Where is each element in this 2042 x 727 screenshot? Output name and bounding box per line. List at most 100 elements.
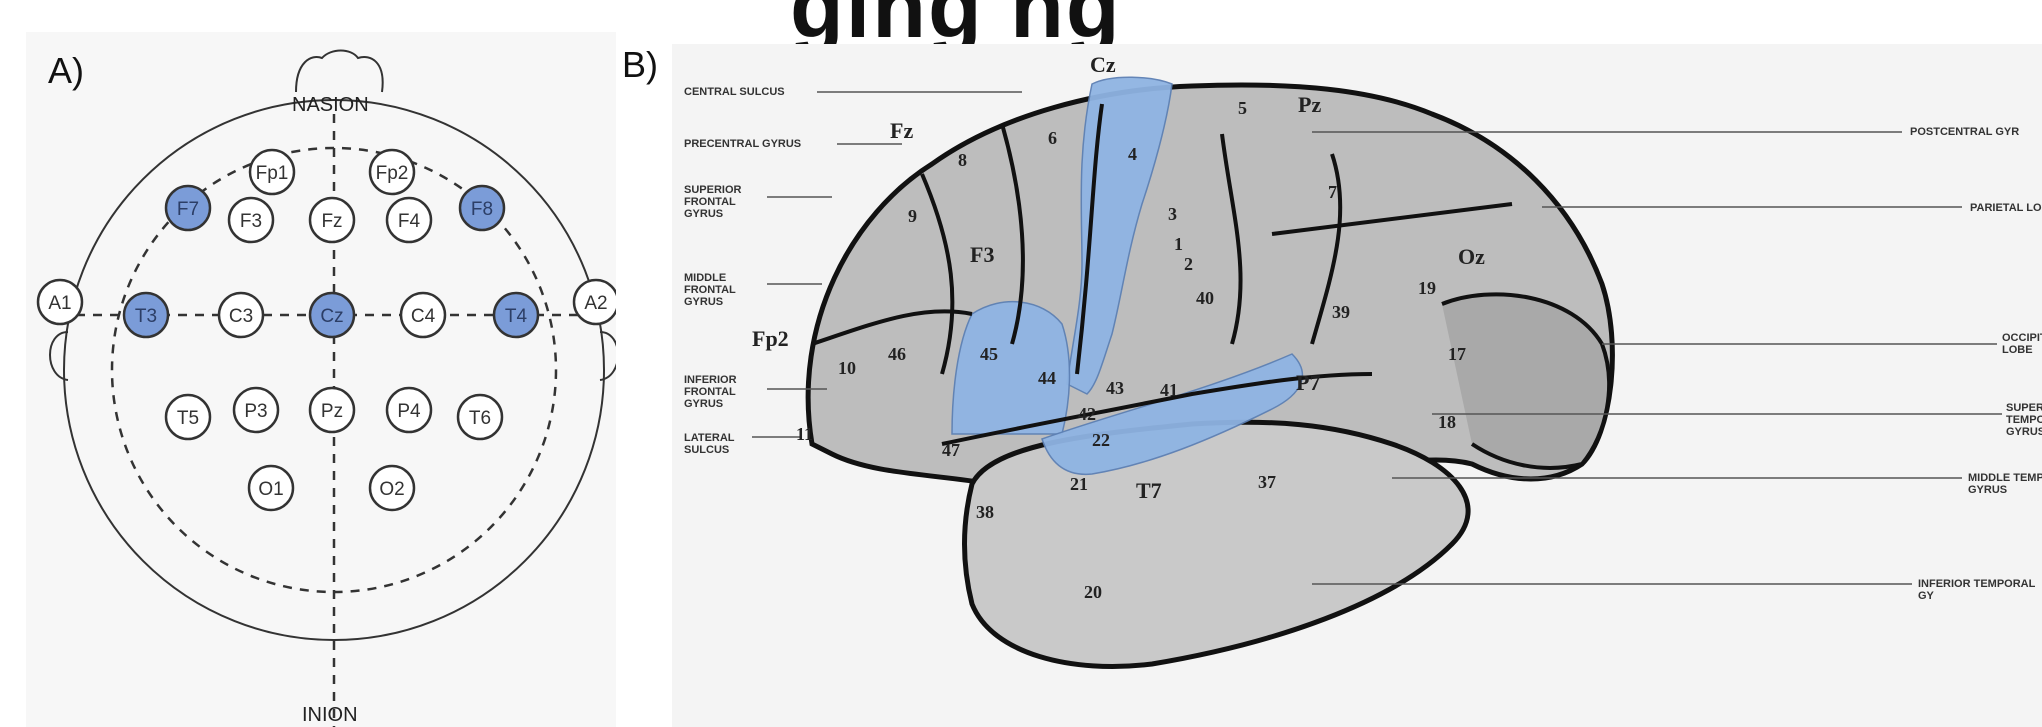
- electrode-label: O2: [379, 479, 404, 500]
- label-postcentral-gyrus: POSTCENTRAL GYR: [1910, 126, 2019, 138]
- panel-b-label: B): [622, 44, 658, 86]
- electrode-cz: Cz: [310, 293, 354, 337]
- brain-svg: [672, 44, 2042, 727]
- electrode-label: C3: [229, 306, 253, 327]
- label-occipital-lobe: OCCIPIT LOBE: [2002, 332, 2042, 356]
- nasion-label: NASION: [292, 94, 369, 117]
- temporal-lobe-outline: [965, 422, 1469, 666]
- area-38: 38: [976, 502, 994, 523]
- brain-electrode-pz: Pz: [1298, 92, 1321, 118]
- area-5: 5: [1238, 98, 1247, 119]
- brain-electrode-cz: Cz: [1090, 52, 1116, 78]
- electrode-a2: A2: [574, 280, 616, 324]
- electrode-label: F3: [240, 211, 262, 232]
- electrode-label: Pz: [321, 401, 343, 422]
- electrode-f7: F7: [166, 186, 210, 230]
- brain-panel: CENTRAL SULCUS PRECENTRAL GYRUS SUPERIOR…: [672, 44, 2042, 727]
- label-inferior-frontal-gyrus: INFERIOR FRONTAL GYRUS: [684, 374, 737, 410]
- electrode-fz: Fz: [310, 198, 354, 242]
- electrode-label: F8: [471, 199, 493, 220]
- electrode-label: F4: [398, 211, 421, 232]
- electrode-t6: T6: [458, 395, 502, 439]
- electrode-t3: T3: [124, 293, 168, 337]
- electrode-label: T5: [177, 408, 199, 429]
- area-21: 21: [1070, 474, 1088, 495]
- electrode-map-panel: A) Fp1Fp2F7F3FzF4F8A1T3C3CzC4T4A2T5P3PzP…: [26, 32, 616, 727]
- electrode-label: F7: [177, 199, 199, 220]
- electrode-f4: F4: [387, 198, 431, 242]
- electrode-fp1: Fp1: [250, 150, 294, 194]
- brain-electrode-f3: F3: [970, 242, 994, 268]
- electrode-label: T6: [469, 408, 491, 429]
- electrode-label: C4: [411, 306, 436, 327]
- area-8: 8: [958, 150, 967, 171]
- electrode-label: P4: [397, 401, 421, 422]
- electrode-label: Fp2: [376, 163, 409, 184]
- area-45: 45: [980, 344, 998, 365]
- label-middle-frontal-gyrus: MIDDLE FRONTAL GYRUS: [684, 272, 736, 308]
- electrode-label: Cz: [320, 306, 343, 327]
- label-middle-temporal-gyrus: MIDDLE TEMPOR GYRUS: [1968, 472, 2042, 496]
- area-39: 39: [1332, 302, 1350, 323]
- electrode-label: T4: [505, 306, 528, 327]
- area-22: 22: [1092, 430, 1110, 451]
- nose-outline: [296, 51, 383, 93]
- brain-electrode-p7: P7: [1296, 370, 1320, 396]
- label-superior-temporal-gyrus: SUPERIO TEMPORA GYRUS: [2006, 402, 2042, 438]
- area-2: 2: [1184, 254, 1193, 275]
- label-parietal-lobe: PARIETAL LO: [1970, 202, 2042, 214]
- area-46: 46: [888, 344, 906, 365]
- label-precentral-gyrus: PRECENTRAL GYRUS: [684, 138, 801, 150]
- area-44: 44: [1038, 368, 1056, 389]
- area-47: 47: [942, 440, 960, 461]
- area-42: 42: [1078, 404, 1096, 425]
- electrodes-group: Fp1 Fp2F7F3 Fz F4 F8A1T3 C3 Cz C4 T4 A2T5 P3 Pz P4 T6…: [38, 150, 616, 510]
- electrode-t4: T4: [494, 293, 538, 337]
- label-central-sulcus: CENTRAL SULCUS: [684, 86, 785, 98]
- inion-label: INION: [302, 704, 358, 727]
- electrode-f3: F3: [229, 198, 273, 242]
- electrode-p3: P3: [234, 388, 278, 432]
- area-37: 37: [1258, 472, 1276, 493]
- electrode-label: P3: [244, 401, 267, 422]
- label-inferior-temporal-gyrus: INFERIOR TEMPORAL GY: [1918, 578, 2042, 602]
- area-40: 40: [1196, 288, 1214, 309]
- electrode-p4: P4: [387, 388, 431, 432]
- electrode-c3: C3: [219, 293, 263, 337]
- electrode-t5: T5: [166, 395, 210, 439]
- electrode-a1: A1: [38, 280, 82, 324]
- area-17: 17: [1448, 344, 1466, 365]
- electrode-map-svg: Fp1 Fp2F7F3 Fz F4 F8A1T3 C3 Cz C4 T4 A2T5 P3 Pz P4 T6…: [26, 32, 616, 727]
- area-43: 43: [1106, 378, 1124, 399]
- electrode-label: T3: [135, 306, 157, 327]
- electrode-c4: C4: [401, 293, 445, 337]
- electrode-label: A2: [584, 293, 607, 314]
- area-18: 18: [1438, 412, 1456, 433]
- brain-electrode-oz: Oz: [1458, 244, 1485, 270]
- brain-electrode-fz: Fz: [890, 118, 913, 144]
- area-20: 20: [1084, 582, 1102, 603]
- brain-electrode-t7: T7: [1136, 478, 1162, 504]
- label-lateral-sulcus: LATERAL SULCUS: [684, 432, 735, 456]
- area-9: 9: [908, 206, 917, 227]
- electrode-o2: O2: [370, 466, 414, 510]
- area-3: 3: [1168, 204, 1177, 225]
- electrode-label: Fp1: [256, 163, 289, 184]
- area-1: 1: [1174, 234, 1183, 255]
- electrode-fp2: Fp2: [370, 150, 414, 194]
- area-11: 11: [796, 424, 813, 445]
- electrode-label: A1: [48, 293, 71, 314]
- label-superior-frontal-gyrus: SUPERIOR FRONTAL GYRUS: [684, 184, 741, 220]
- area-4: 4: [1128, 144, 1137, 165]
- electrode-f8: F8: [460, 186, 504, 230]
- electrode-pz: Pz: [310, 388, 354, 432]
- area-6: 6: [1048, 128, 1057, 149]
- area-10: 10: [838, 358, 856, 379]
- electrode-label: O1: [258, 479, 283, 500]
- brain-electrode-fp2: Fp2: [752, 326, 789, 352]
- area-19: 19: [1418, 278, 1436, 299]
- electrode-o1: O1: [249, 466, 293, 510]
- area-41: 41: [1160, 380, 1178, 401]
- electrode-label: Fz: [321, 211, 342, 232]
- area-7: 7: [1328, 182, 1337, 203]
